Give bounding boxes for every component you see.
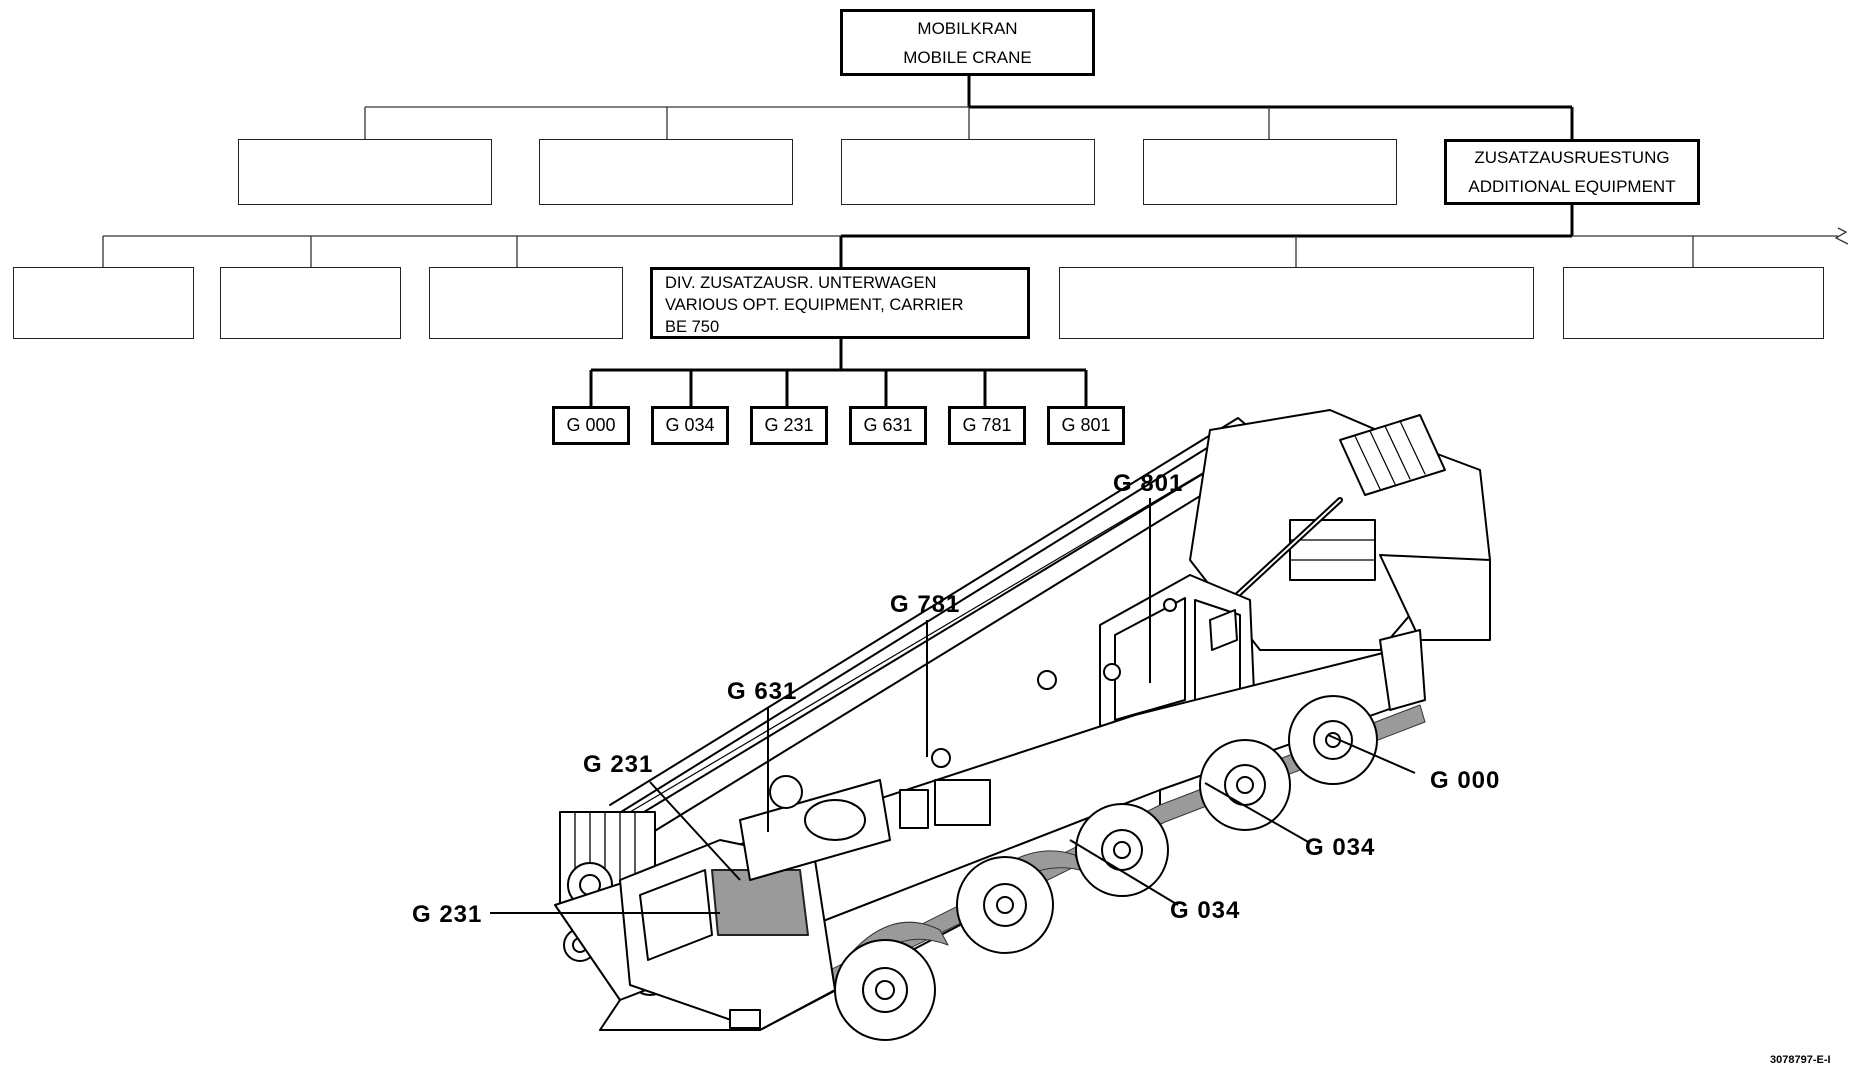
group-node-g631[interactable]: G 631 [849, 406, 927, 445]
carrier-wheels [834, 695, 1378, 1041]
root-node-line1: MOBILKRAN [917, 18, 1018, 38]
callout-g034-mid: G 034 [1170, 897, 1241, 924]
group-label: G 631 [863, 415, 913, 435]
level1-node-line1: ZUSATZAUSRUESTUNG [1474, 148, 1670, 167]
root-node-mobile-crane[interactable]: MOBILKRAN MOBILE CRANE [840, 9, 1095, 76]
level1-node-line2: ADDITIONAL EQUIPMENT [1468, 177, 1676, 196]
callout-g631: G 631 [727, 678, 798, 705]
root-node-line2: MOBILE CRANE [903, 47, 1032, 67]
level2-node-empty-4[interactable] [1059, 267, 1534, 339]
callout-g231-top: G 231 [583, 751, 654, 778]
level2-node-empty-3[interactable] [429, 267, 623, 339]
level1-node-empty-4[interactable] [1143, 139, 1397, 205]
level2-node-empty-1[interactable] [13, 267, 194, 339]
level2-node-various-opt-equipment[interactable]: DIV. ZUSATZAUSR. UNTERWAGEN VARIOUS OPT.… [650, 267, 1030, 339]
group-node-g231[interactable]: G 231 [750, 406, 828, 445]
group-node-g801[interactable]: G 801 [1047, 406, 1125, 445]
group-label: G 801 [1061, 415, 1111, 435]
group-node-g781[interactable]: G 781 [948, 406, 1026, 445]
callout-g034-right: G 034 [1305, 834, 1376, 861]
callout-g231-left: G 231 [412, 901, 483, 928]
document-number: 3078797-E-I [1770, 1054, 1831, 1066]
level1-node-empty-1[interactable] [238, 139, 492, 205]
callout-g781: G 781 [890, 591, 961, 618]
level1-node-empty-3[interactable] [841, 139, 1095, 205]
group-label: G 781 [962, 415, 1012, 435]
group-label: G 034 [665, 415, 715, 435]
level2-node-line2: VARIOUS OPT. EQUIPMENT, CARRIER [665, 296, 964, 314]
level2-node-line3: BE 750 [665, 318, 720, 336]
callout-g801: G 801 [1113, 470, 1184, 497]
level1-node-additional-equipment[interactable]: ZUSATZAUSRUESTUNG ADDITIONAL EQUIPMENT [1444, 139, 1700, 205]
group-label: G 000 [566, 415, 616, 435]
group-label: G 231 [764, 415, 814, 435]
level2-node-empty-2[interactable] [220, 267, 401, 339]
level2-node-line1: DIV. ZUSATZAUSR. UNTERWAGEN [665, 274, 937, 292]
group-node-g000[interactable]: G 000 [552, 406, 630, 445]
group-node-g034[interactable]: G 034 [651, 406, 729, 445]
level2-node-empty-5[interactable] [1563, 267, 1824, 339]
level1-node-empty-2[interactable] [539, 139, 793, 205]
callout-g000: G 000 [1430, 767, 1501, 794]
